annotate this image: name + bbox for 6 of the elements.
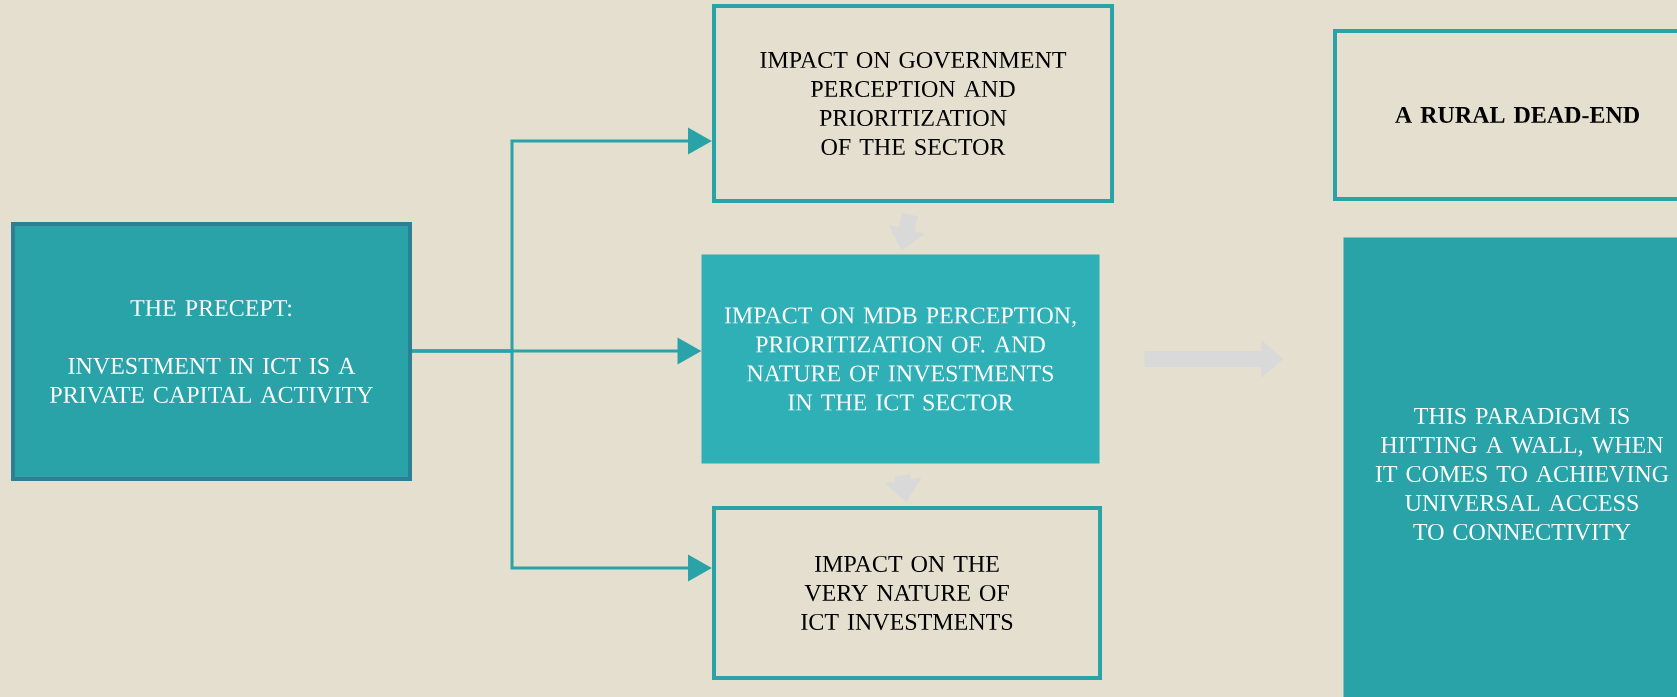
impact-box: IMPACT ON MDB PERCEPTION, PRIORITIZATION OF. AND NATURE OF INVESTMENTS IN THE ICT SECTOR (701, 254, 1100, 464)
conclusion-box: THIS PARADIGM IS HITTING A WALL, WHEN IT COMES TO ACHIEVING UNIVERSAL ACCESS TO CONNECTIVITY (1343, 237, 1677, 697)
impact-box: A RURAL DEAD-END (1333, 29, 1677, 201)
impact-box: IMPACT ON GOVERNMENT PERCEPTION AND PRIORITIZATION OF THE SECTOR (712, 4, 1114, 203)
precept-box: THE PRECEPT: INVESTMENT IN ICT IS A PRIVATE CAPITAL ACTIVITY (11, 222, 412, 481)
impact-box: IMPACT ON THE VERY NATURE OF ICT INVESTMENTS (712, 506, 1102, 680)
